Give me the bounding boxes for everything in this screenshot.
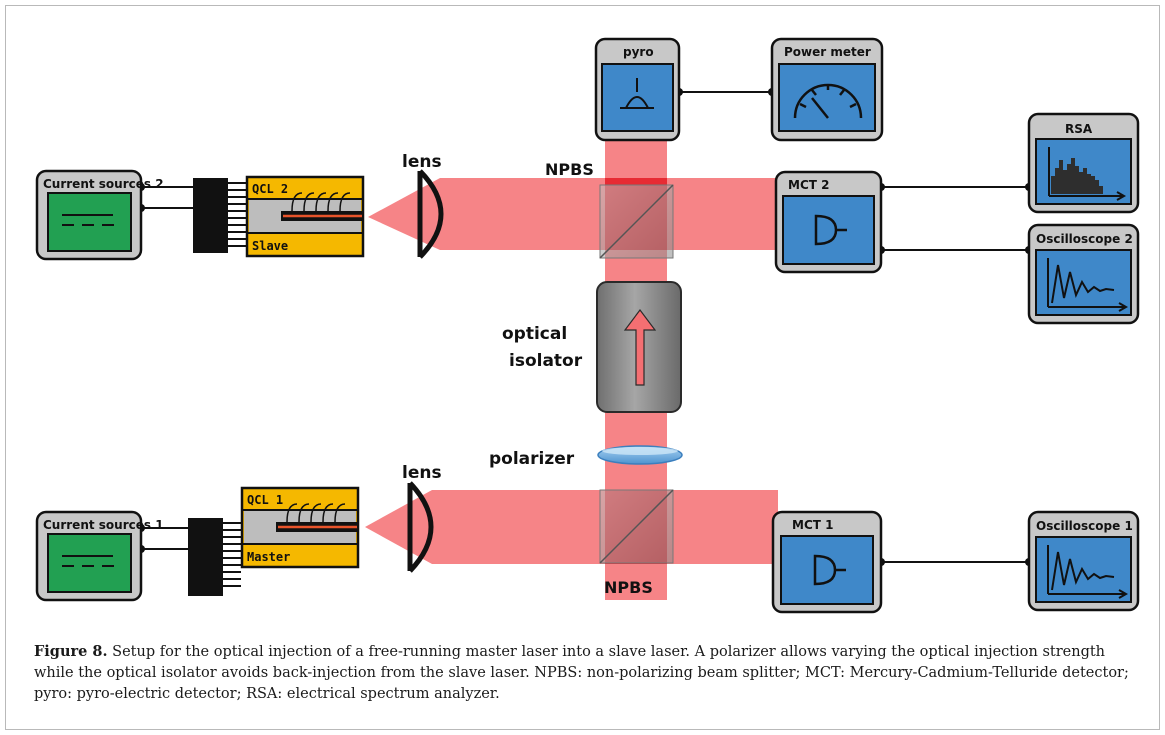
- oscilloscope-1: Oscilloscope 1: [1027, 510, 1140, 612]
- isolator-arrow-icon: [623, 309, 657, 386]
- qcl-1-role: Master: [247, 550, 290, 564]
- npbs-top-label: NPBS: [545, 160, 594, 179]
- isolator-label-line1: optical: [502, 324, 567, 344]
- current-source-2: Current sources 2: [35, 169, 164, 261]
- oscilloscope-2-label: Oscilloscope 2: [1036, 232, 1133, 246]
- dc-source-icon: [62, 555, 114, 567]
- lens-bottom-label: lens: [402, 463, 442, 483]
- figure-caption: Figure 8. Setup for the optical injectio…: [34, 641, 1134, 705]
- qcl-1-label: QCL 1: [247, 493, 283, 507]
- polarizer: [597, 445, 683, 465]
- mct-2-label: MCT 2: [788, 178, 829, 192]
- caption-text: Setup for the optical injection of a fre…: [34, 644, 1129, 702]
- rsa-analyzer: RSA: [1027, 112, 1140, 214]
- isolator-label-line2: isolator: [509, 351, 583, 371]
- mct-2-detector: MCT 2: [774, 170, 883, 274]
- figure-number: Figure 8.: [34, 643, 108, 660]
- oscilloscope-1-label: Oscilloscope 1: [1036, 519, 1133, 533]
- qcl-2-slave: QCL 2 Slave: [193, 175, 365, 258]
- pyro-detector: pyro: [594, 37, 681, 142]
- rsa-label: RSA: [1065, 122, 1093, 136]
- current-source-1: Current sources 1: [35, 510, 164, 602]
- mct-1-label: MCT 1: [792, 518, 833, 532]
- lens-top-label: lens: [402, 152, 442, 172]
- lens-top-icon: [418, 169, 444, 259]
- npbs-top: [599, 184, 674, 259]
- photodiode-icon: [814, 214, 847, 246]
- pyro-detector-icon: [620, 78, 654, 109]
- qcl-2-label: QCL 2: [252, 182, 288, 196]
- figure-frame: [5, 5, 1160, 730]
- polarizer-label: polarizer: [489, 449, 575, 469]
- setup-diagram: Current sources 2 Current sources 1: [35, 37, 1140, 614]
- spectrum-icon: [1048, 147, 1127, 201]
- qcl-2-role: Slave: [252, 239, 288, 253]
- mct-1-detector: MCT 1: [771, 510, 883, 614]
- oscilloscope-2: Oscilloscope 2: [1027, 223, 1140, 325]
- current-source-2-label: Current sources 2: [43, 177, 164, 191]
- power-meter-label: Power meter: [784, 45, 871, 59]
- qcl-1-master: QCL 1 Master: [188, 486, 360, 596]
- optical-isolator: [596, 281, 682, 413]
- slave-beam-cone: [368, 178, 440, 250]
- photodiode-icon: [813, 554, 846, 586]
- npbs-bottom-label: NPBS: [604, 578, 653, 597]
- gauge-icon: [793, 83, 863, 119]
- waveform-icon: [1047, 545, 1129, 599]
- waveform-icon: [1047, 258, 1129, 312]
- wires: [141, 91, 1029, 563]
- current-source-1-label: Current sources 1: [43, 518, 164, 532]
- bond-wires-icon: [291, 192, 351, 212]
- dc-source-icon: [62, 214, 114, 226]
- pyro-label: pyro: [623, 45, 654, 59]
- lens-bottom-icon: [408, 481, 434, 573]
- master-beam-cone: [365, 490, 432, 564]
- bond-wires-icon: [286, 503, 346, 523]
- power-meter: Power meter: [770, 37, 884, 142]
- npbs-bottom: [599, 489, 674, 564]
